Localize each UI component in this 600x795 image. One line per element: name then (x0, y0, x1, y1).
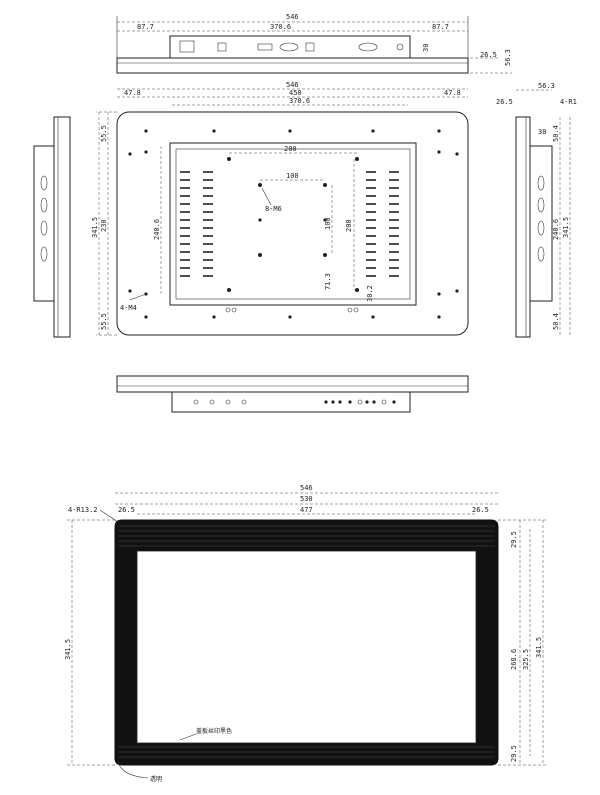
dim-top-56-3: 56.3 (504, 49, 512, 66)
mount-holes (128, 129, 459, 319)
dim-vesa-100-v: 100 (324, 217, 332, 230)
right-side-bezel (515, 116, 531, 338)
dim-front-right-margin: 47.8 (444, 89, 461, 97)
dim-glass-268-6: 268.6 (510, 649, 518, 670)
dim-30-2: 30.2 (366, 285, 374, 302)
bottom-bezel (116, 375, 469, 393)
dim-top-depth-30: 30 (422, 44, 430, 52)
top-io-panel (169, 35, 411, 59)
left-side-bezel (53, 116, 71, 338)
rear-mount-plate (169, 142, 417, 306)
dim-front-bottom-margin: 55.5 (100, 313, 108, 330)
dim-top-26-5: 26.5 (480, 51, 497, 59)
bottom-view (116, 375, 469, 413)
dim-glass-29-5-top: 29.5 (510, 531, 518, 548)
glass-panel-view: 546 530 477 26.5 26.5 4-R13.2 盖板丝印黑色 透明 … (64, 484, 548, 783)
dim-top-right-offset: 87.7 (432, 23, 449, 31)
dim-vesa-200-v: 200 (345, 219, 353, 232)
dim-front-left-margin: 47.8 (124, 89, 141, 97)
dim-side-50-4-top: 50.4 (552, 125, 560, 142)
dim-side-240-6: 240.6 (552, 219, 560, 240)
dim-glass-26-5-right: 26.5 (472, 506, 489, 514)
dim-side-30: 30 (538, 128, 546, 136)
glass-border-texture (118, 525, 495, 758)
io-port (217, 42, 227, 52)
dim-top-left-offset: 87.7 (137, 23, 154, 31)
left-side-io (33, 145, 55, 302)
dim-front-width: 546 (286, 81, 299, 89)
note-4-r13-2: 4-R13.2 (68, 506, 98, 514)
io-port (179, 40, 195, 53)
io-port (358, 42, 378, 52)
dim-glass-26-5-left: 26.5 (118, 506, 135, 514)
io-port (396, 43, 404, 51)
label-transparent: 透明 (150, 775, 162, 783)
dim-side-56-3: 56.3 (538, 82, 555, 90)
right-side-io (529, 145, 553, 302)
io-port (305, 42, 315, 52)
left-side-view (33, 116, 71, 338)
dim-front-370: 370.6 (289, 97, 310, 105)
bottom-io-panel (171, 391, 411, 413)
dim-top-width: 546 (286, 13, 299, 21)
dim-glass-530: 530 (300, 495, 313, 503)
dim-front-top-margin: 55.5 (100, 125, 108, 142)
dim-top-center: 370.6 (270, 23, 291, 31)
glass-viewing-area (136, 550, 477, 744)
dim-front-450: 450 (289, 89, 302, 97)
top-bezel (116, 57, 469, 74)
dim-glass-29-5-bottom: 29.5 (510, 745, 518, 762)
dim-71-3: 71.3 (324, 273, 332, 290)
dim-front-230: 230 (100, 219, 108, 232)
note-4-r1: 4-R1 (560, 98, 577, 106)
dim-glass-height-left: 341.5 (64, 639, 72, 660)
vent-right (366, 171, 399, 277)
vent-left (180, 171, 213, 277)
dim-glass-546: 546 (300, 484, 313, 492)
note-4-m4: 4-M4 (120, 304, 137, 312)
note-8-m6: 8-M6 (265, 205, 282, 213)
dim-vesa-200-h: 200 (284, 145, 297, 153)
dim-side-26-5: 26.5 (496, 98, 513, 106)
io-port (279, 42, 299, 52)
dim-front-height: 341.5 (91, 217, 99, 238)
label-silkscreen-black: 盖板丝印黑色 (196, 727, 232, 735)
dim-side-50-4-bottom: 50.4 (552, 313, 560, 330)
right-side-view: 56.3 26.5 4-R1 30 50.4 240.6 341.5 50.4 (496, 82, 577, 338)
dim-front-240-6: 240.6 (153, 219, 161, 240)
dim-vesa-100-h: 100 (286, 172, 299, 180)
dim-glass-height-right: 341.5 (535, 637, 543, 658)
dim-side-341-5: 341.5 (562, 217, 570, 238)
dim-glass-325-5: 325.5 (522, 649, 530, 670)
front-bezel (116, 111, 469, 336)
top-view: 546 87.7 370.6 87.7 30 26.5 56.3 (116, 13, 512, 74)
front-view: 546 47.8 450 370.6 47.8 (91, 81, 469, 336)
dim-glass-477: 477 (300, 506, 313, 514)
io-port (257, 43, 273, 51)
